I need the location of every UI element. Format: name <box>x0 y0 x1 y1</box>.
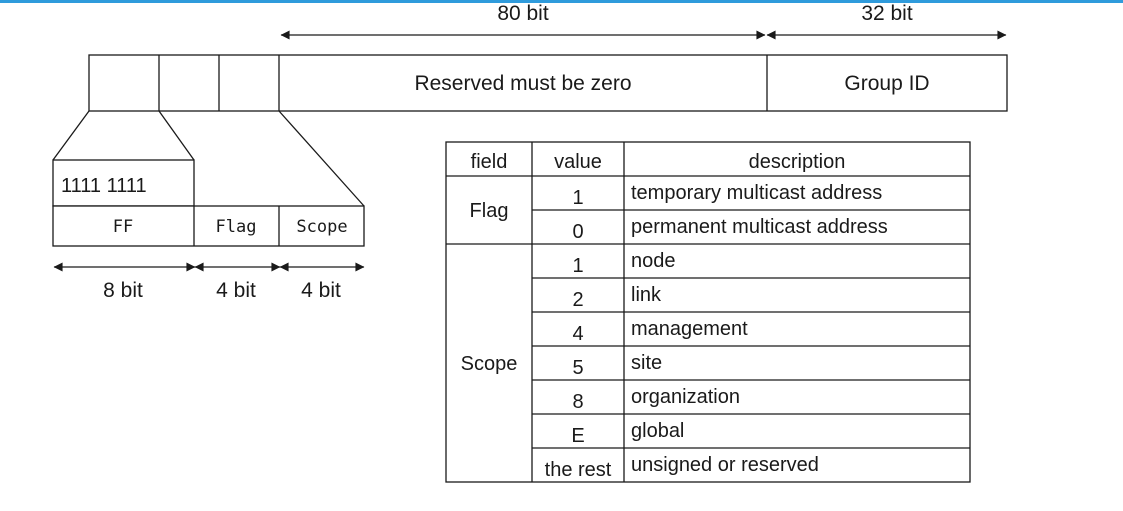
cell-value: 5 <box>572 357 583 379</box>
cell-description: unsigned or reserved <box>631 454 819 476</box>
binary-cell <box>52 159 195 207</box>
header-description: description <box>749 151 846 173</box>
binary-value: 1111 1111 <box>61 175 147 197</box>
group-width-label: 32 bit <box>861 2 913 25</box>
cell-description: link <box>631 284 662 306</box>
cell-value: E <box>571 425 584 447</box>
field-value-table: field value description 1 temporary multicas… <box>445 141 971 483</box>
reserved-width-label: 80 bit <box>497 2 549 25</box>
scope-width-label: 4 bit <box>301 279 341 302</box>
cell-value: 4 <box>572 323 583 345</box>
cell-value: 1 <box>572 187 583 209</box>
header-field: field <box>471 151 508 173</box>
prefix-detail-box: 1111 1111 FF Flag Scope <box>52 159 365 247</box>
cell-description: temporary multicast address <box>631 182 882 204</box>
cell-value: 2 <box>572 289 583 311</box>
scope-label: Scope <box>296 217 347 237</box>
ff-width-label: 8 bit <box>103 279 143 302</box>
cell-description: global <box>631 420 684 442</box>
cell-field: Scope <box>461 353 518 375</box>
prefix-expansion-lines <box>52 110 365 207</box>
cell-value: 0 <box>572 221 583 243</box>
reserved-width-arrow: 80 bit <box>280 2 766 40</box>
cell-description: organization <box>631 386 740 408</box>
reserved-field-label: Reserved must be zero <box>414 72 631 95</box>
cell-description: permanent multicast address <box>631 216 888 238</box>
prefix-width-arrows: 8 bit 4 bit 4 bit <box>53 262 365 302</box>
prefix-field-row <box>52 205 365 247</box>
address-field-bar: Reserved must be zero Group ID <box>88 54 1008 112</box>
top-accent-bar <box>0 0 1123 3</box>
header-value: value <box>554 151 602 173</box>
cell-description: node <box>631 250 676 272</box>
cell-description: management <box>631 318 748 340</box>
cell-description: site <box>631 352 662 374</box>
cell-field: Flag <box>470 200 509 222</box>
ff-label: FF <box>113 217 133 237</box>
group-width-arrow: 32 bit <box>766 2 1007 40</box>
flag-label: Flag <box>216 217 257 237</box>
cell-value: 8 <box>572 391 583 413</box>
cell-value: the rest <box>545 459 612 481</box>
flag-width-label: 4 bit <box>216 279 256 302</box>
cell-value: 1 <box>572 255 583 277</box>
group-id-field-label: Group ID <box>844 72 929 95</box>
